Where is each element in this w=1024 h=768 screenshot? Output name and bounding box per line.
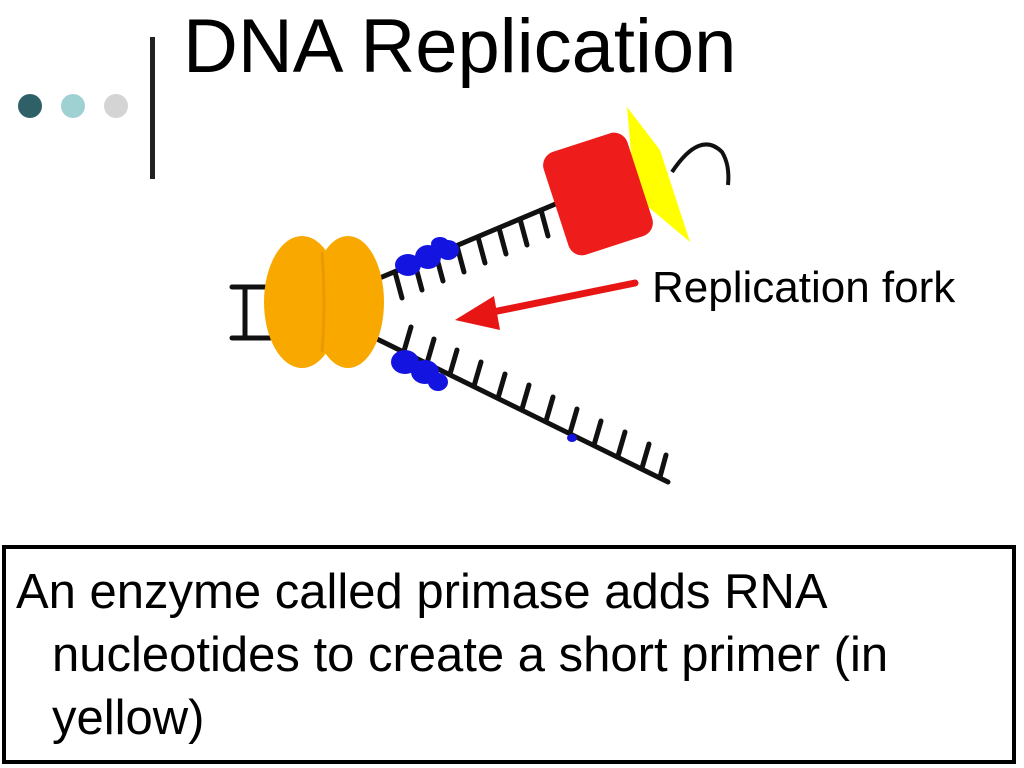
helicase-notch <box>320 251 326 353</box>
helicase <box>264 236 384 368</box>
upper-strand <box>372 197 570 301</box>
rna-primer-body <box>627 107 690 242</box>
decor-dot-mid <box>61 94 85 118</box>
lower-strand <box>372 324 671 485</box>
replication-fork-label: Replication fork <box>652 263 956 312</box>
caption-text: An enzyme called primase adds RNA nucleo… <box>16 565 889 745</box>
decor-dot-light <box>104 94 128 118</box>
title-divider <box>150 37 155 179</box>
binding-protein-upper <box>395 237 459 276</box>
parental-dna <box>229 284 273 341</box>
slide-title: DNA Replication <box>183 4 737 89</box>
binding-protein-lower <box>391 350 577 442</box>
primase <box>543 132 653 256</box>
caption-box: An enzyme called primase adds RNA nucleo… <box>2 545 1016 764</box>
decor-dot-dark <box>18 94 42 118</box>
fork-arrow <box>455 279 639 330</box>
primer-tail <box>670 142 731 186</box>
